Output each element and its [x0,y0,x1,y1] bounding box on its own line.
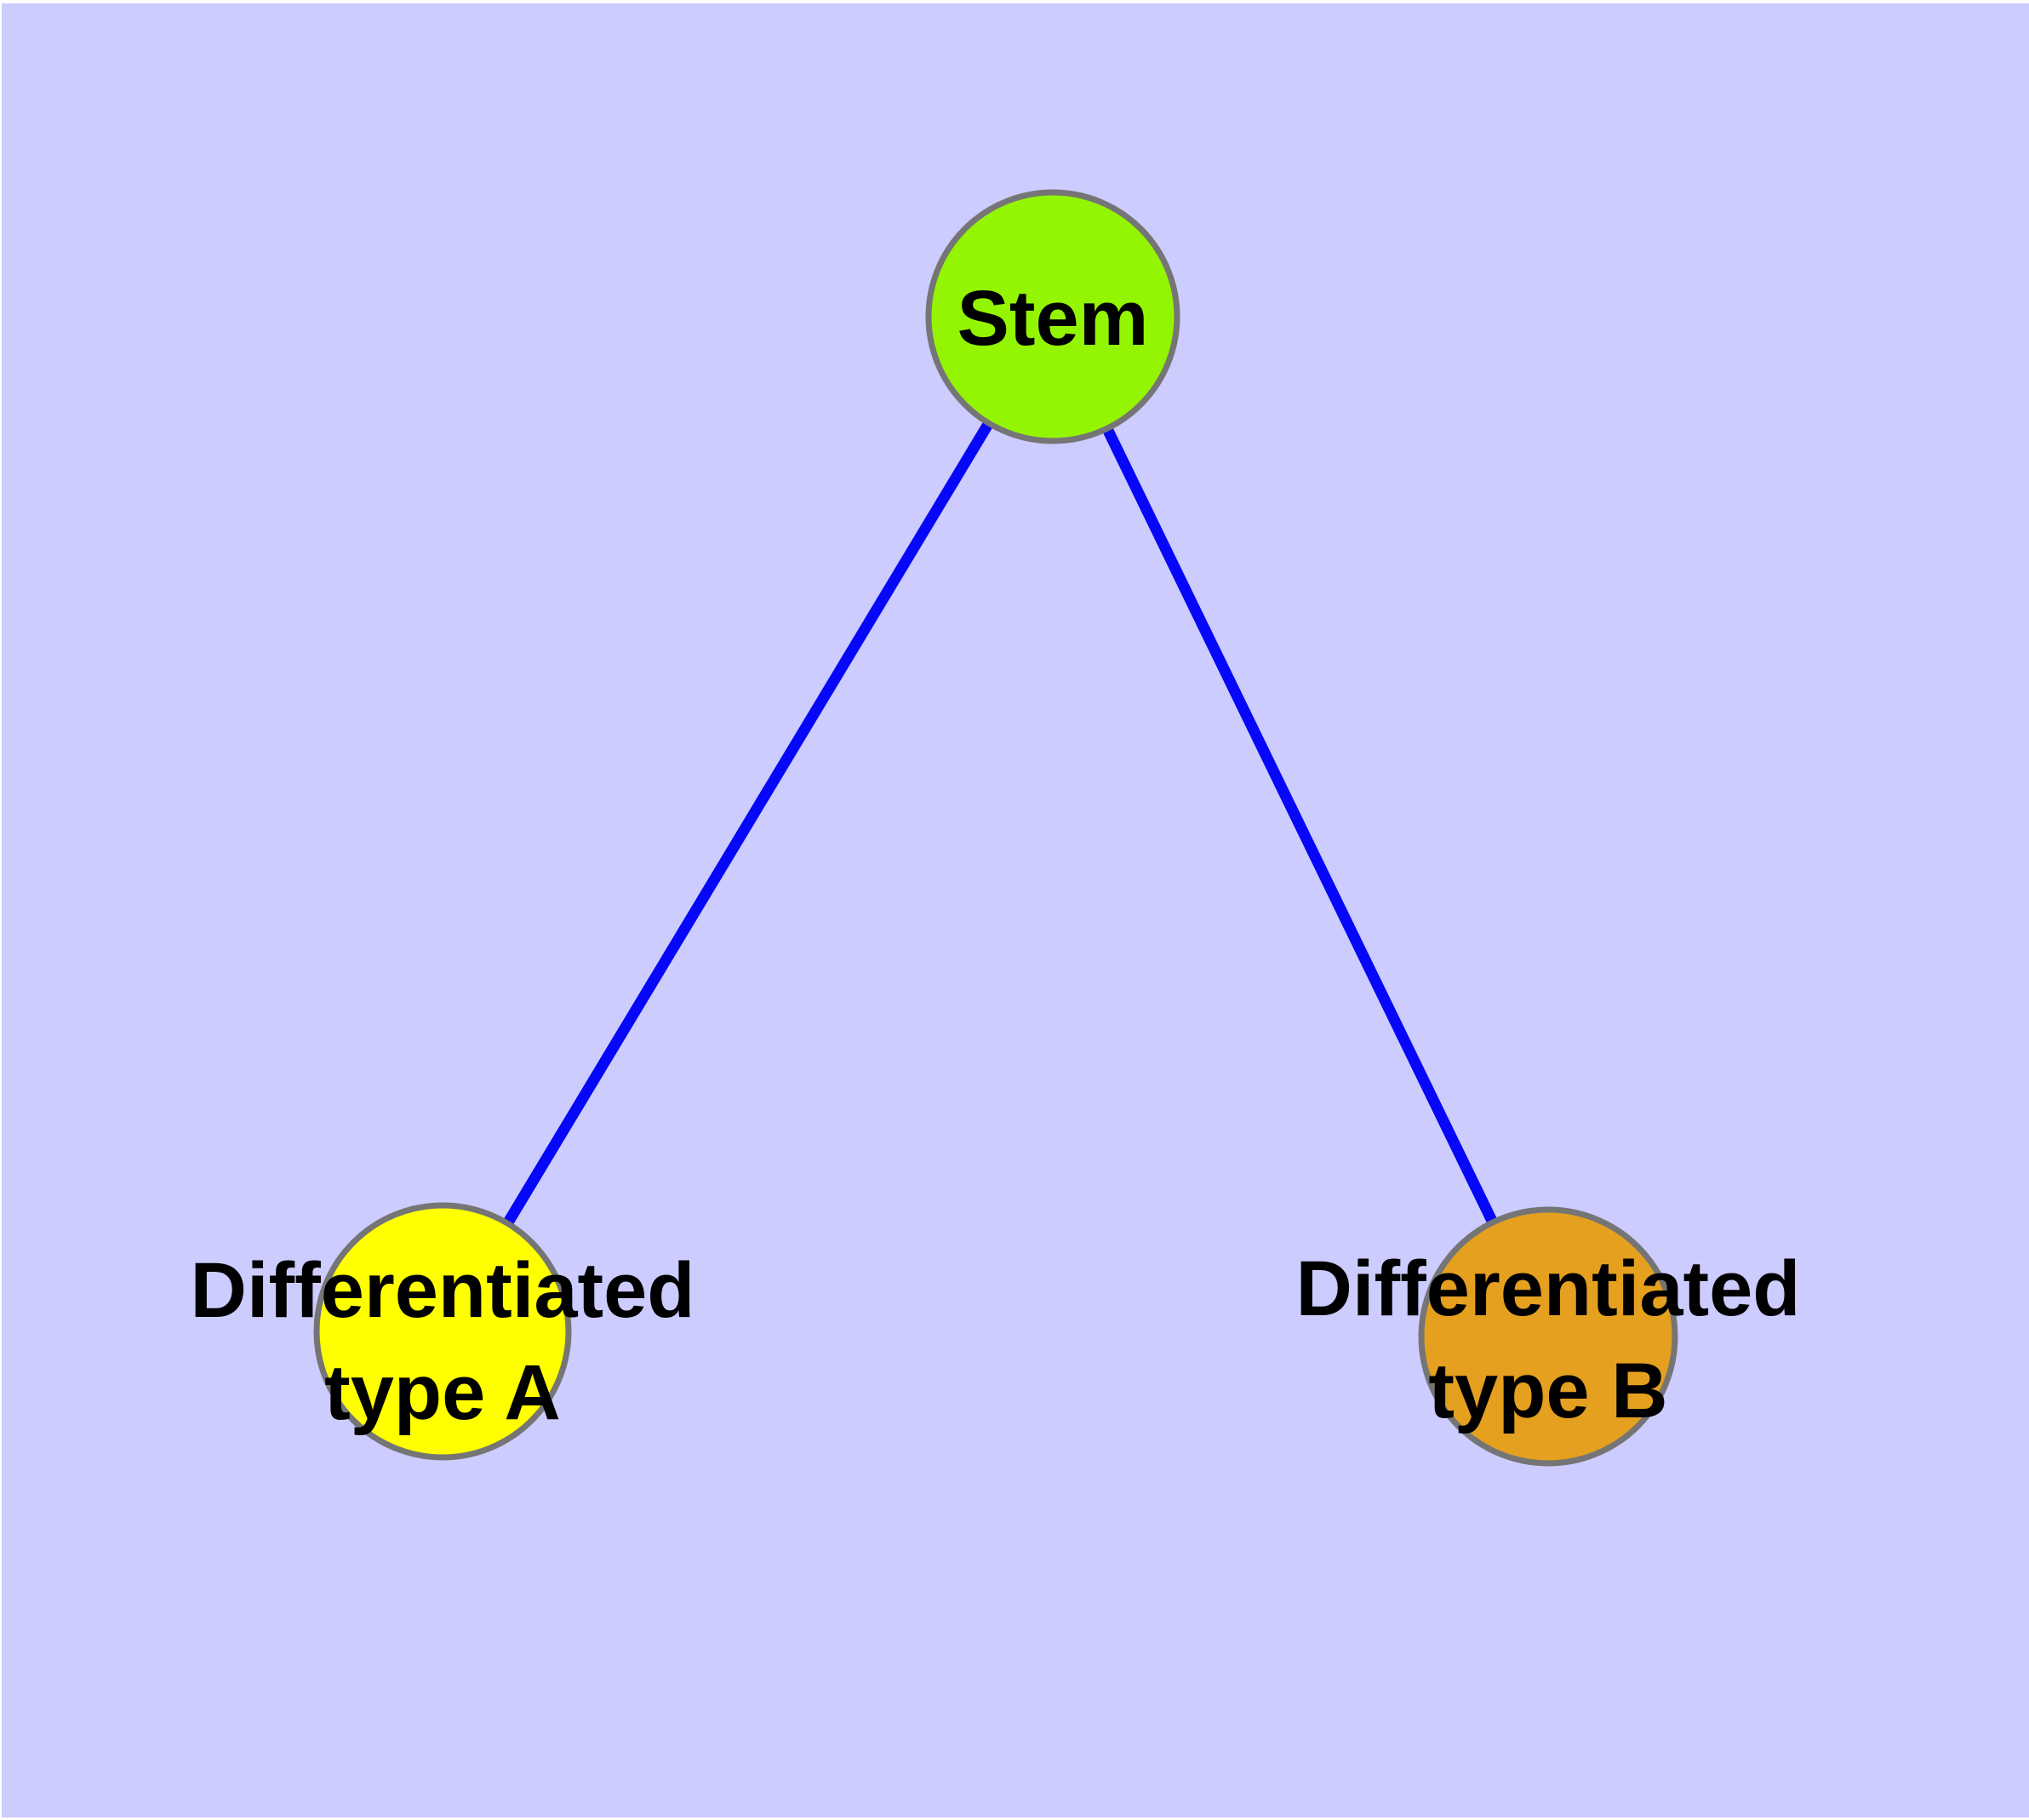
node-type-b-label-line2: type B [1428,1348,1667,1434]
edge-stem-to-type-a [437,313,1058,1335]
node-stem [925,189,1180,444]
node-type-b-label-line1: Differentiated [1296,1245,1801,1332]
edge-stem-to-type-b [1048,314,1553,1339]
node-type-a [313,1202,572,1461]
node-type-a-label-line1: Differentiated [191,1247,695,1334]
node-type-a-label-line2: type A [324,1349,561,1436]
node-type-b [1418,1206,1678,1467]
node-stem-label: Stem [957,275,1149,362]
